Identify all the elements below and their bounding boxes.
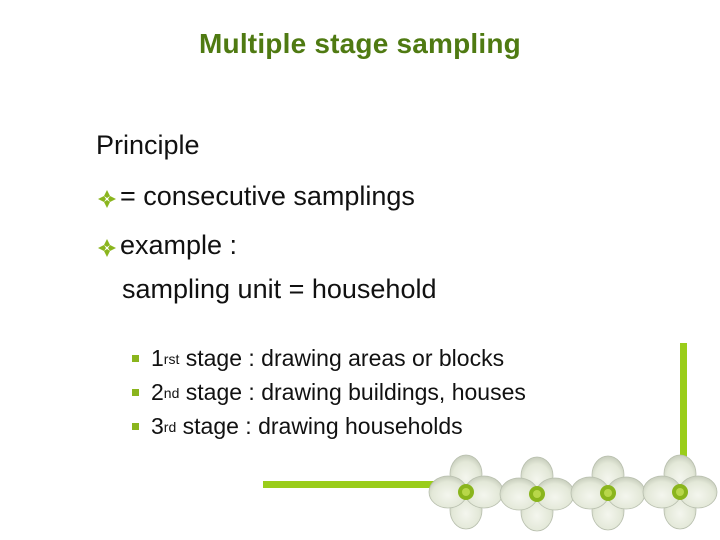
diamond-bullet-icon (96, 186, 118, 208)
bullet-text: = consecutive samplings (120, 181, 415, 211)
bullet-item-1: = consecutive samplings (96, 181, 415, 212)
stage-number: 1 (151, 345, 164, 371)
sampling-unit-text: sampling unit = household (122, 274, 437, 304)
square-bullet-icon (132, 389, 139, 396)
square-bullet-icon (132, 423, 139, 430)
stage-text: stage : drawing households (176, 413, 463, 439)
dogwood-flower-icon (642, 454, 718, 530)
dogwood-flower-icon (428, 454, 504, 530)
slide-title: Multiple stage sampling (199, 28, 521, 59)
stage-ordinal: nd (163, 385, 180, 401)
stage-text: stage : drawing areas or blocks (179, 345, 505, 371)
dogwood-flower-icon (499, 456, 575, 532)
accent-horizontal-line (263, 481, 445, 488)
stage-ordinal: rst (163, 351, 180, 367)
bullet-text: example : (120, 230, 238, 260)
accent-vertical-line (680, 343, 687, 489)
stage-ordinal: rd (163, 419, 177, 435)
square-bullet-icon (132, 355, 139, 362)
stage-text: stage : drawing buildings, houses (179, 379, 526, 405)
flower-decoration (428, 454, 718, 532)
diamond-bullet-icon (96, 235, 118, 257)
stage-number: 2 (151, 379, 164, 405)
dogwood-flower-icon (570, 455, 646, 531)
bullet-item-2: example : (96, 230, 237, 261)
stage-number: 3 (151, 413, 164, 439)
principle-heading: Principle (96, 130, 200, 160)
